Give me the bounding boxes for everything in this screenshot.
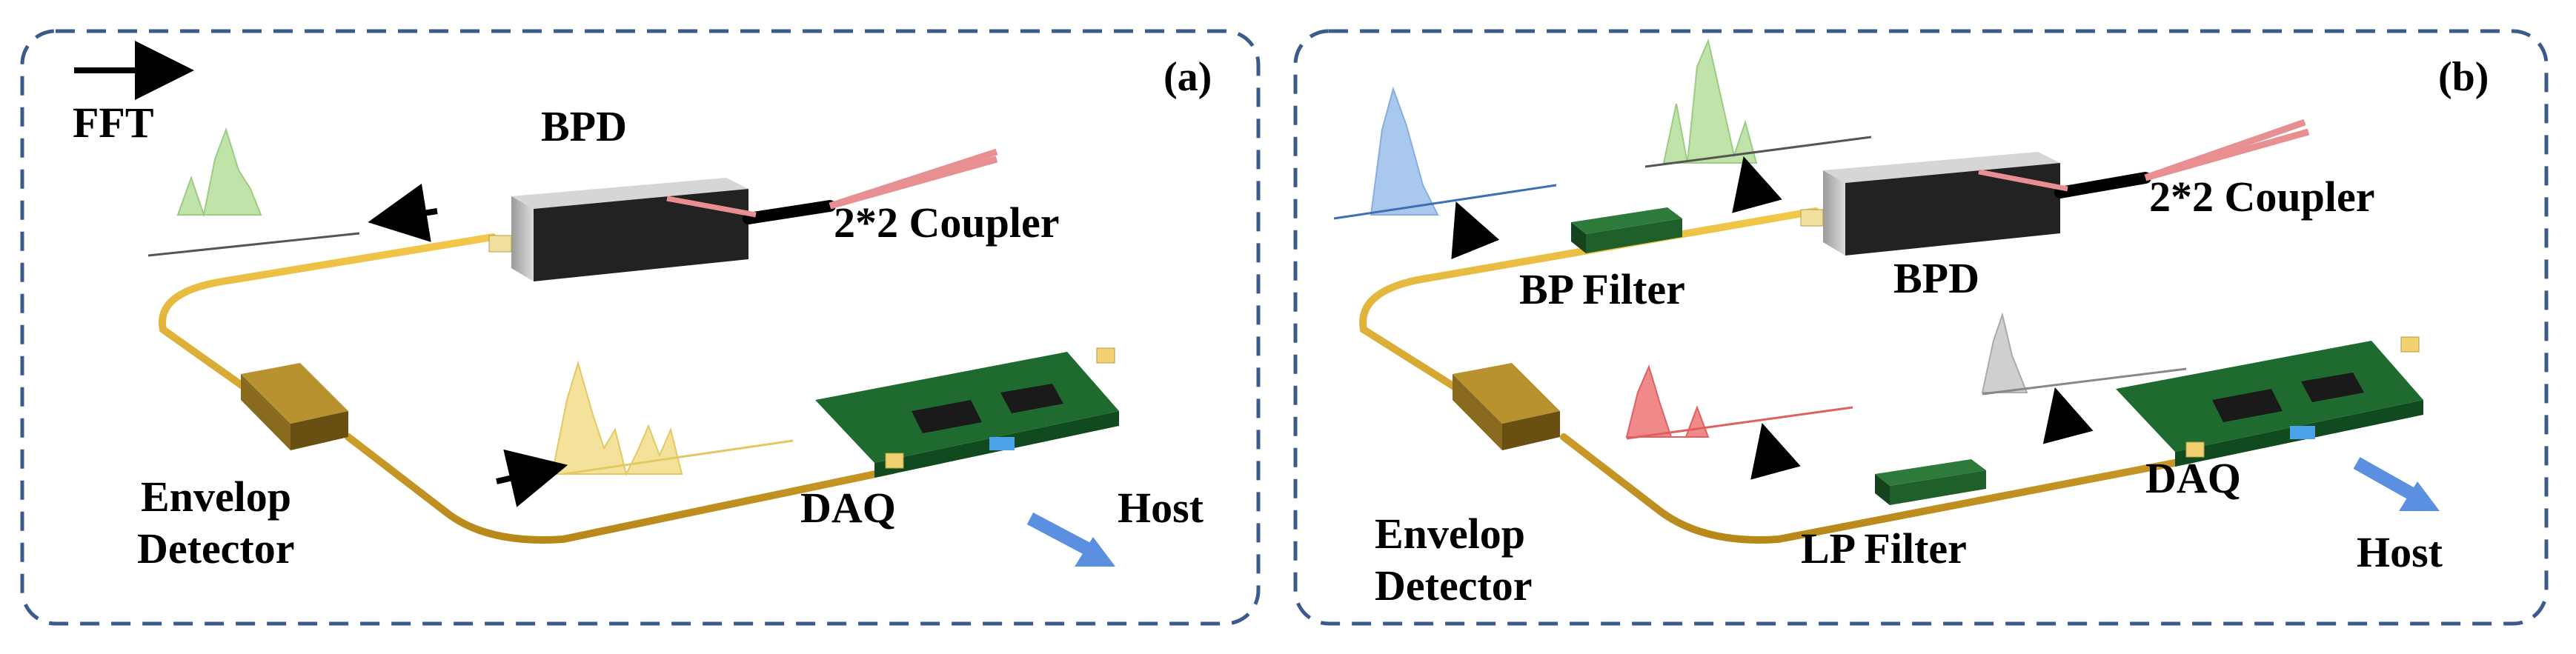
panel-a-tag: (a)	[1163, 54, 1212, 100]
lp-spectrum-red	[1625, 364, 1853, 440]
coupler-label-a: 2*2 Coupler	[834, 198, 1060, 247]
fft-spectrum-green	[147, 127, 360, 257]
lp-filter-device	[1875, 459, 1986, 505]
envelope-label-a-2: Detector	[137, 524, 295, 573]
envelope-output-arrow-icon	[496, 449, 568, 507]
daq-spectrum-arrow-icon	[2042, 387, 2094, 444]
bpd-output-arrow-icon	[368, 183, 438, 242]
lp-spectrum-arrow-icon	[1750, 422, 1801, 480]
panel-b-tag: (b)	[2438, 54, 2489, 100]
envelope-label-a-1: Envelop	[141, 473, 291, 521]
host-label-a: Host	[1118, 484, 1204, 532]
coupler-label-b: 2*2 Coupler	[2149, 173, 2375, 221]
fiber-loop-b	[1359, 207, 2197, 544]
daq-board-b	[2116, 336, 2423, 467]
fft-label: FFT	[73, 99, 154, 147]
host-arrow-icon-b	[2353, 457, 2420, 502]
coupler-a	[666, 148, 998, 224]
bp-filter-device	[1571, 207, 1682, 253]
daq-board-a	[815, 347, 1119, 478]
fiber-loop-a	[159, 233, 897, 544]
daq-spectrum-gray	[1981, 312, 2187, 396]
bpd-device-a	[488, 178, 748, 281]
envelope-label-b-1: Envelop	[1375, 510, 1525, 558]
panel-a-frame	[20, 29, 1261, 626]
bp-spectrum-arrow-icon	[1451, 201, 1500, 260]
panel-a: (a) FFT BPD 2*2 Coupler	[20, 29, 1261, 626]
bpd-label-b: BPD	[1893, 254, 1979, 302]
coupler-b	[1978, 119, 2310, 198]
bp-filter-label: BP Filter	[1519, 265, 1685, 313]
host-arrow-icon-a	[1026, 513, 1097, 558]
lp-filter-label: LP Filter	[1801, 524, 1967, 573]
bpd-label-a: BPD	[541, 102, 627, 150]
bpd-spectrum-arrow-icon	[1732, 156, 1782, 213]
envelope-detector-a	[241, 363, 348, 450]
bpd-device-b	[1800, 152, 2060, 256]
panel-b-frame	[1293, 29, 2549, 626]
daq-label-b: DAQ	[2145, 454, 2241, 502]
daq-label-a: DAQ	[800, 484, 896, 532]
bp-spectrum-blue	[1333, 86, 1557, 220]
envelope-spectrum-yellow	[551, 360, 794, 476]
host-label-b: Host	[2357, 528, 2443, 576]
bpd-spectrum-green	[1644, 38, 1872, 168]
panel-b: (b) BP Filter BPD	[1293, 29, 2549, 626]
envelope-label-b-2: Detector	[1375, 561, 1533, 610]
envelope-detector-b	[1453, 363, 1560, 450]
